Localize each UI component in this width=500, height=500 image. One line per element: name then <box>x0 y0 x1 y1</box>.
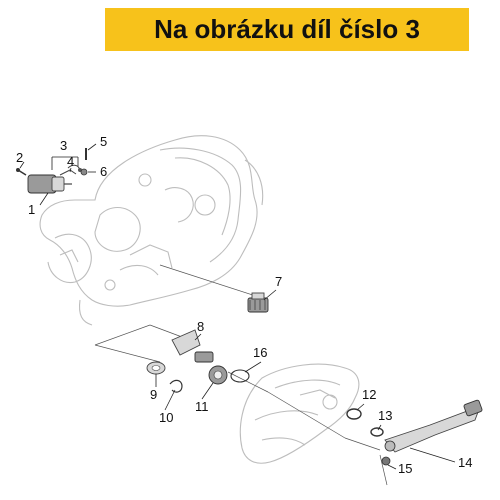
callout-5: 5 <box>100 134 107 149</box>
callout-16: 16 <box>253 345 267 360</box>
title-banner: Na obrázku díl číslo 3 <box>105 8 469 51</box>
callout-2: 2 <box>16 150 23 165</box>
callout-11: 11 <box>195 399 209 414</box>
part-2-screw <box>16 168 27 176</box>
alignment-lines <box>94 264 388 486</box>
banner-text: Na obrázku díl číslo 3 <box>154 14 420 44</box>
part-14-kick-start-lever <box>384 399 483 453</box>
callout-6: 6 <box>100 164 107 179</box>
callout-1: 1 <box>28 202 35 217</box>
part-6-nut <box>80 168 88 176</box>
part-8-kick-start-shaft <box>171 329 214 363</box>
part-7-gear-shaft <box>247 292 269 313</box>
part-9-bushing <box>146 361 166 375</box>
part-11-gear <box>208 365 228 385</box>
part-10-clip <box>169 379 183 393</box>
callout-13: 13 <box>378 408 392 423</box>
callout-14: 14 <box>458 455 472 470</box>
part-3-cable-set <box>59 169 77 176</box>
callout-3: 3 <box>60 138 67 153</box>
part-13-seal <box>370 427 384 437</box>
callout-15: 15 <box>398 461 412 476</box>
callout-8: 8 <box>197 319 204 334</box>
callout-12: 12 <box>362 387 376 402</box>
crankcase-left-outline <box>39 135 264 326</box>
callout-4: 4 <box>67 154 74 169</box>
part-16-spring-ring <box>230 369 250 383</box>
part-1-starter-motor <box>27 174 72 194</box>
side-cover-right-outline <box>239 363 360 464</box>
part-12-washer <box>346 408 362 420</box>
leader-lines <box>19 143 456 470</box>
callout-7: 7 <box>275 274 282 289</box>
callout-10: 10 <box>159 410 173 425</box>
part-15-bolt <box>381 456 391 466</box>
callout-9: 9 <box>150 387 157 402</box>
